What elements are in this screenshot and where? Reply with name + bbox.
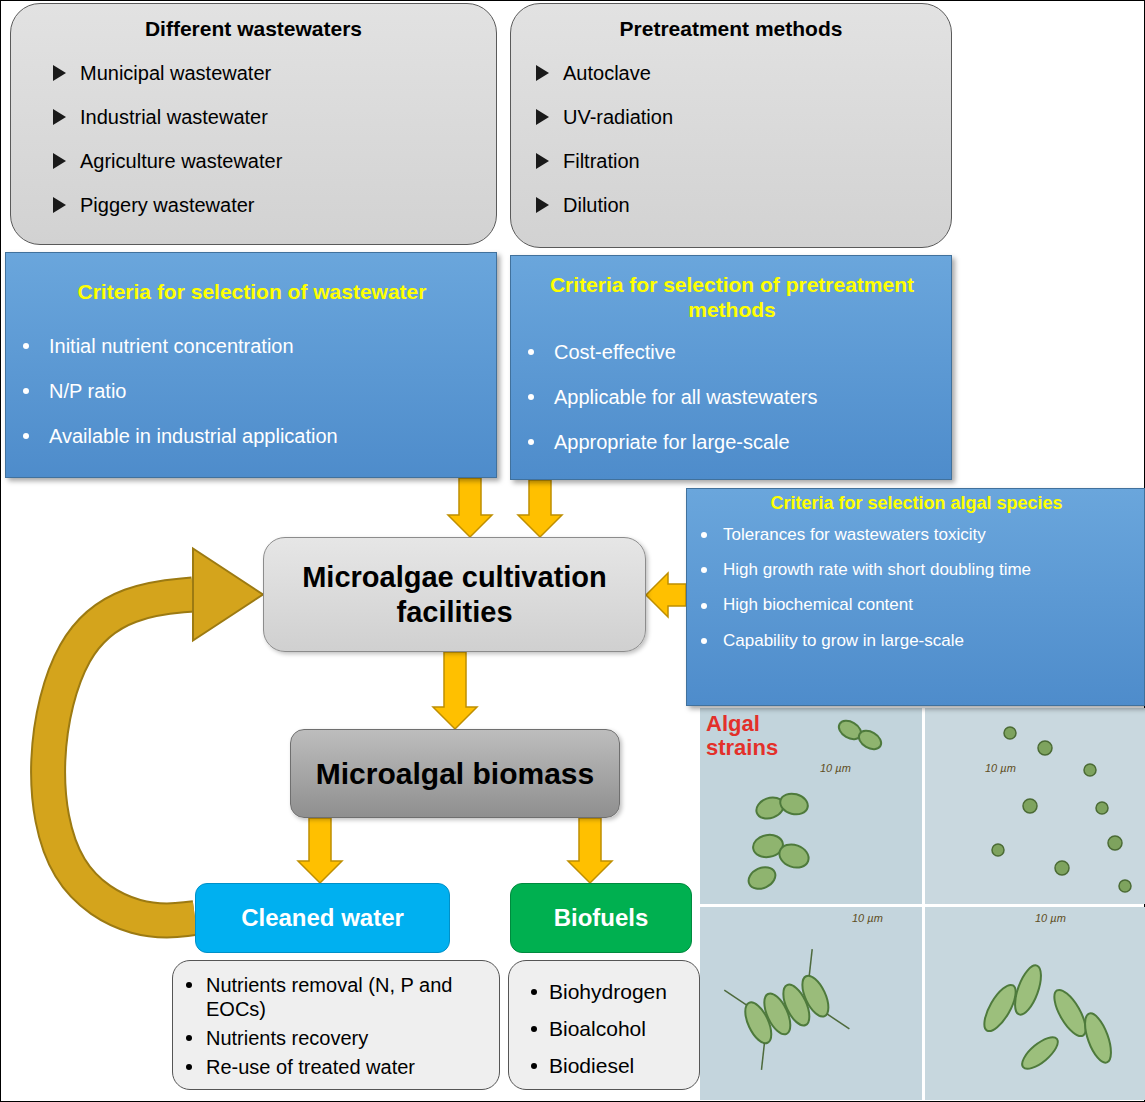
dot-bullet [701,603,707,609]
dot-bullet [701,638,707,644]
input-box: Pretreatment methodsAutoclaveUV-radiatio… [510,3,952,248]
list-item: Capability to grow in large-scale [723,631,1136,651]
list-item: Tolerances for wastewaters toxicity [723,525,1136,545]
criteria-panel: Criteria for selection algal speciesTole… [686,488,1145,706]
block-arrow [298,818,342,883]
micrograph-panel [700,907,922,1100]
arrow-bullet [536,197,549,213]
box-heading: Criteria for selection of wastewater [78,280,427,303]
list-item: N/P ratio [49,379,486,403]
arrow-bullet [53,109,66,125]
list-item: Municipal wastewater [80,61,480,85]
process-box: Microalgae cultivation facilities [263,537,646,652]
list-item: Initial nutrient concentration [49,334,486,358]
list-item: Autoclave [563,61,935,85]
list-item: Dilution [563,193,935,217]
list-item: Cost-effective [554,340,941,364]
flow-arrow [646,573,686,617]
dot-bullet [186,982,192,988]
output-box: Biofuels [510,883,692,953]
list-item: Available in industrial application [49,424,486,448]
arrow-bullet [536,65,549,81]
box-label: Microalgal biomass [316,757,594,790]
dot-bullet [701,532,707,538]
algal-cells [724,949,849,1070]
arrow-bullet [536,109,549,125]
flow-arrow [433,652,477,729]
list-item: Piggery wastewater [80,193,480,217]
list-item: Nutrients removal (N, P and EOCs) [206,973,489,1021]
algal-cells [978,962,1116,1074]
micrograph-panel [700,708,922,904]
dot-bullet [701,567,707,573]
block-arrow [518,480,562,537]
list-item: Nutrients recovery [206,1026,489,1050]
list-item: Biodiesel [549,1053,689,1078]
box-heading: Criteria for selection algal species [770,493,1062,513]
scale-label: 10 µm [985,762,1045,774]
loop-arrow-shaft [48,595,195,921]
list-item: Filtration [563,149,935,173]
scale-label: 10 µm [1035,912,1095,924]
box-heading: Pretreatment methods [620,17,843,40]
scale-label: 10 µm [820,762,880,774]
list-item: Appropriate for large-scale [554,430,941,454]
detail-box: BiohydrogenBioalcoholBiodiesel [508,960,700,1090]
dot-bullet [23,433,29,439]
dot-bullet [186,1035,192,1041]
dot-bullet [528,349,534,355]
arrow-bullet [53,197,66,213]
algal-micrographs [700,708,1145,1100]
criteria-panel: Criteria for selection of wastewaterInit… [5,252,497,478]
dot-bullet [23,388,29,394]
arrow-bullet [536,153,549,169]
algal-cells [992,727,1131,892]
flow-arrow [568,818,612,883]
list-item: High biochemical content [723,595,1136,615]
flow-arrow [518,480,562,537]
dot-bullet [528,394,534,400]
process-box: Microalgal biomass [290,729,620,818]
box-label: Cleaned water [241,904,404,931]
list-item: Re-use of treated water [206,1055,489,1079]
arrow-bullet [53,65,66,81]
detail-box: Nutrients removal (N, P and EOCs) Nutrien… [172,960,500,1090]
flow-arrow [448,478,492,537]
flow-arrow [298,818,342,883]
loop-arrow-head [193,549,263,641]
list-item: Industrial wastewater [80,105,480,129]
dot-bullet [531,1063,537,1069]
list-item: Biohydrogen [549,979,689,1004]
scale-label: 10 µm [852,912,912,924]
box-heading: Criteria for selection of pretreatment m… [550,273,914,321]
list-item: Bioalcohol [549,1016,689,1041]
dot-bullet [23,343,29,349]
micrograph-panel [925,907,1145,1100]
box-heading: Different wastewaters [145,17,362,40]
flow-arrow [48,549,263,921]
box-label: Biofuels [554,904,649,931]
block-arrow [568,818,612,883]
block-arrow [448,478,492,537]
box-label: Microalgae cultivation facilities [302,561,607,628]
list-item: Agriculture wastewater [80,149,480,173]
arrow-bullet [53,153,66,169]
micrograph-panel [925,708,1145,904]
dot-bullet [186,1064,192,1070]
block-arrow [433,652,477,729]
dot-bullet [531,989,537,995]
dot-bullet [531,1026,537,1032]
list-item: High growth rate with short doubling tim… [723,560,1136,580]
loop-arrow-shaft [48,595,195,921]
dot-bullet [528,439,534,445]
output-box: Cleaned water [195,883,450,953]
criteria-panel: Criteria for selection of pretreatment m… [510,255,952,480]
input-box: Different wastewatersMunicipal wastewate… [10,3,497,245]
figure-label: Algal strains [706,712,796,760]
list-item: Applicable for all wastewaters [554,385,941,409]
list-item: UV-radiation [563,105,935,129]
block-arrow [646,573,686,617]
